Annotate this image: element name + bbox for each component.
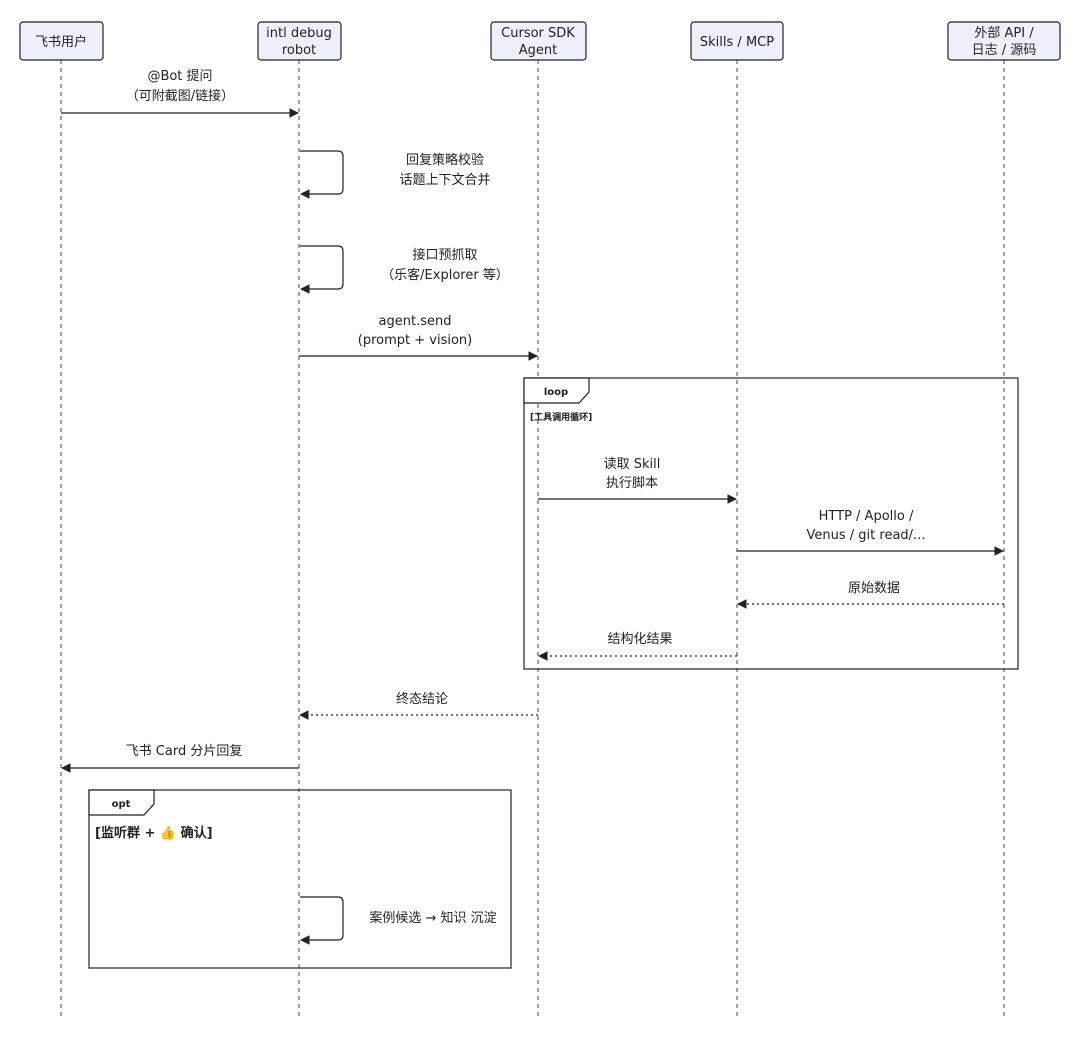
message-policy-check-label-line1: 回复策略校验 xyxy=(406,152,484,168)
actor-bot-label-line2: robot xyxy=(282,43,316,58)
loop-frame-border xyxy=(523,377,1019,670)
actor-skills-label: Skills / MCP xyxy=(700,35,774,50)
message-policy-check-label-line2: 话题上下文合并 xyxy=(399,173,490,188)
opt-frame: opt [监听群 + 👍 确认] xyxy=(88,789,512,969)
message-ask-label-line2: （可附截图/链接） xyxy=(126,88,234,104)
loop-frame-tag: loop xyxy=(544,387,568,398)
actor-bot-label-line1: intl debug xyxy=(266,26,332,41)
actor-ext-label-line2: 日志 / 源码 xyxy=(972,43,1037,58)
loop-frame-condition: [工具调用循环] xyxy=(530,411,592,423)
actor-skills: Skills / MCP xyxy=(690,21,784,61)
message-case-candidate: 案例候选 → 知识 沉淀 xyxy=(300,896,497,945)
message-ask-label-line1: @Bot 提问 xyxy=(147,68,212,84)
message-read-skill-label-line2: 执行脚本 xyxy=(606,475,658,491)
message-card-reply: 飞书 Card 分片回复 xyxy=(61,744,299,773)
message-ask: @Bot 提问 （可附截图/链接） xyxy=(61,68,299,118)
message-raw-data-label: 原始数据 xyxy=(848,581,900,596)
opt-frame-tag: opt xyxy=(112,799,131,810)
actor-ext: 外部 API / 日志 / 源码 xyxy=(947,21,1061,61)
message-final-conclusion-label: 终态结论 xyxy=(396,691,448,707)
opt-frame-border xyxy=(88,789,512,969)
message-prefetch-label-line1: 接口预抓取 xyxy=(412,247,477,263)
message-card-reply-label: 飞书 Card 分片回复 xyxy=(126,744,243,759)
message-raw-data: 原始数据 xyxy=(737,581,1004,609)
message-agent-send: agent.send (prompt + vision) xyxy=(299,314,538,361)
actor-feishu-label: 飞书用户 xyxy=(35,34,87,50)
message-prefetch-label-line2: （乐客/Explorer 等） xyxy=(381,267,509,283)
message-agent-send-label-line2: (prompt + vision) xyxy=(358,333,472,348)
message-read-skill: 读取 Skill 执行脚本 xyxy=(538,457,737,504)
message-agent-send-label-line1: agent.send xyxy=(379,314,452,329)
loop-frame-tag-box xyxy=(523,377,590,404)
actor-feishu: 飞书用户 xyxy=(19,21,104,61)
message-http-call-label-line1: HTTP / Apollo / xyxy=(819,509,914,524)
message-policy-check: 回复策略校验 话题上下文合并 xyxy=(300,150,491,199)
opt-frame-tag-box xyxy=(88,789,155,816)
opt-frame-condition: [监听群 + 👍 确认] xyxy=(95,825,213,841)
actor-agent: Cursor SDK Agent xyxy=(490,21,587,61)
message-prefetch: 接口预抓取 （乐客/Explorer 等） xyxy=(300,245,509,294)
message-policy-check-arrow xyxy=(300,150,344,199)
message-http-call-label-line2: Venus / git read/... xyxy=(807,528,926,543)
actor-ext-label-line1: 外部 API / xyxy=(974,26,1034,41)
message-case-candidate-label: 案例候选 → 知识 沉淀 xyxy=(369,910,496,926)
actor-agent-label-line2: Agent xyxy=(519,43,557,58)
message-read-skill-label-line1: 读取 Skill xyxy=(604,457,661,472)
message-structured-result: 结构化结果 xyxy=(538,632,737,661)
message-prefetch-arrow xyxy=(300,245,344,294)
message-structured-result-label: 结构化结果 xyxy=(607,632,672,647)
actor-bot: intl debug robot xyxy=(257,21,342,61)
message-case-candidate-arrow xyxy=(300,896,344,945)
message-http-call: HTTP / Apollo / Venus / git read/... xyxy=(737,509,1004,556)
message-final-conclusion: 终态结论 xyxy=(299,691,538,720)
actor-agent-label-line1: Cursor SDK xyxy=(501,26,575,41)
loop-frame: loop [工具调用循环] xyxy=(523,377,1019,670)
